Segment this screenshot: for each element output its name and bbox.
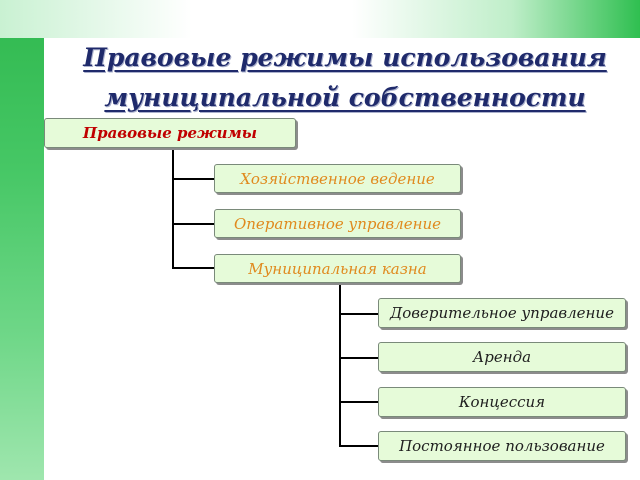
node-root: Правовые режимы (44, 118, 296, 148)
node-label: Аренда (472, 348, 532, 366)
node-municipalnaya-kazna: Муниципальная казна (214, 254, 461, 283)
node-label: Муниципальная казна (248, 259, 427, 278)
page-title: Правовые режимы использования муниципаль… (60, 38, 630, 118)
node-postoyannoe-polzovanie: Постоянное пользование (378, 431, 626, 461)
node-arenda: Аренда (378, 342, 626, 372)
title-line-1: Правовые режимы использования (83, 43, 607, 72)
node-label: Доверительное управление (390, 304, 614, 322)
node-label: Хозяйственное ведение (240, 169, 435, 188)
node-root-label: Правовые режимы (82, 124, 258, 142)
node-label: Концессия (458, 393, 546, 411)
node-label: Оперативное управление (233, 214, 442, 233)
node-operativnoe-upravlenie: Оперативное управление (214, 209, 461, 238)
left-decor-band (0, 0, 44, 480)
node-label: Постоянное пользование (399, 437, 605, 455)
title-line-2: муниципальной собственности (104, 83, 586, 112)
node-doveritelnoe-upravlenie: Доверительное управление (378, 298, 626, 328)
node-hozyaystvennoe-vedenie: Хозяйственное ведение (214, 164, 461, 193)
node-koncessiya: Концессия (378, 387, 626, 417)
top-decor-band (0, 0, 640, 38)
